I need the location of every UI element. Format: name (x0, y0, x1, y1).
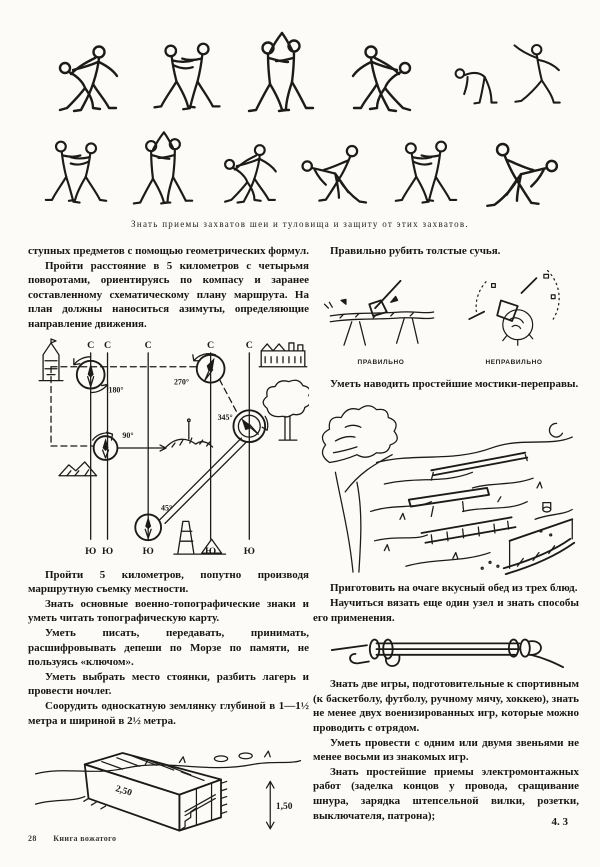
paragraph-games: Знать две игры, подготовительные к спорт… (313, 678, 579, 734)
knot-illustration (330, 638, 565, 669)
wrestling-pair-illustration (224, 144, 277, 204)
axe-correct-label: ПРАВИЛЬНО (357, 359, 405, 367)
tree-icon (262, 379, 309, 441)
north-label: С (87, 339, 94, 350)
south-label: Ю (143, 546, 154, 557)
paragraph-axe: Правильно рубить толстые сучья. (330, 245, 501, 257)
compass-icon (232, 408, 269, 443)
north-label: С (104, 339, 111, 350)
paragraph-survey: Пройти 5 километров, попутно производя м… (28, 568, 309, 596)
paragraph-camp: Уметь выбрать место стоянки, разбить лаг… (28, 670, 309, 698)
chimney-and-tent-icon (173, 520, 227, 555)
paragraph-continuation: ступных предметов с помощью геометрическ… (28, 245, 309, 257)
book-title: Книга вожатого (53, 834, 117, 843)
wrestling-figures-row-2 (36, 118, 564, 212)
right-column: Правильно рубить толстые сучья. (313, 244, 579, 823)
compass-icon (92, 431, 119, 461)
angle-label: 90° (122, 431, 133, 440)
paragraph-morse: Уметь писать, передавать, принимать, рас… (28, 626, 309, 669)
factory-icon (258, 341, 308, 367)
paragraph-topography: Знать основные военно-топографические зн… (28, 597, 309, 625)
paragraph-dugout: Соорудить односкатную землянку глубиной … (28, 699, 309, 727)
dugout-width-label: 2,50 (114, 784, 133, 798)
axe-correct-figure: ПРАВИЛЬНО (322, 275, 440, 371)
wrestling-pair-illustration (153, 42, 221, 111)
angle-label: 270° (174, 377, 189, 386)
wrestling-pair-illustration (44, 140, 108, 204)
dugout-depth-label: 1,50 (276, 802, 293, 812)
paragraph-knot: Научиться вязать еще один узел и знать с… (313, 596, 579, 624)
compass-icon (192, 352, 226, 384)
north-label: С (246, 339, 253, 350)
axe-incorrect-icon (468, 269, 560, 346)
wrestling-pair-illustration (351, 45, 412, 113)
wrestling-pair-illustration (132, 131, 194, 205)
wrestling-pair-illustration (486, 142, 559, 208)
mountain-icon (58, 460, 98, 476)
wrestling-pair-illustration (247, 31, 315, 113)
dugout-illustration: 2,50 1,50 (34, 750, 302, 832)
paragraph-units: Уметь провести с одним или двумя звеньям… (313, 736, 579, 764)
tower-icon (38, 337, 64, 381)
wrestling-pair-illustration (454, 43, 561, 105)
axe-incorrect-label: НЕПРАВИЛЬНО (485, 359, 543, 367)
wrestling-pair-illustration (394, 140, 458, 204)
paragraph-route: Пройти расстояние в 5 километров с четыр… (28, 259, 309, 330)
paragraph-dinner: Приготовить на очаге вкусный обед из тре… (330, 582, 578, 595)
paragraph-bridges: Уметь наводить простейшие мостики-перепр… (330, 377, 579, 390)
signature-mark: 4. 3 (551, 816, 569, 828)
page-number: 28 (28, 834, 37, 843)
compass-icon (73, 355, 109, 393)
north-label: С (145, 339, 152, 350)
compass-icon (134, 513, 163, 541)
angle-label: 45° (161, 503, 172, 512)
wrestling-pair-illustration (58, 45, 119, 113)
axe-incorrect-figure: НЕПРАВИЛЬНО (458, 263, 570, 371)
wrestling-pair-illustration (301, 144, 368, 204)
figures-caption: Знать приемы захватов шеи и туловища и з… (131, 219, 469, 229)
south-label: Ю (85, 546, 96, 557)
angle-label: 345° (218, 413, 233, 422)
tree-icon (321, 405, 398, 574)
angle-label: 180° (109, 385, 124, 394)
azimuth-route-map: С С С С С Ю Ю Ю Ю Ю (38, 337, 309, 557)
hill-icon (165, 417, 214, 448)
footbridges-landscape-illustration (321, 405, 576, 576)
wrestling-figures-row-1 (36, 26, 564, 114)
axe-illustrations: ПРАВИЛЬНО (313, 263, 579, 371)
paragraph-electric: Знать простейшие приемы электромонтажных… (313, 765, 579, 822)
north-label: С (207, 339, 214, 350)
footer-left: 28 Книга вожатого (28, 834, 116, 843)
south-label: Ю (205, 546, 216, 557)
south-label: Ю (244, 546, 255, 557)
south-label: Ю (102, 546, 113, 557)
left-column: ступных предметов с помощью геометрическ… (28, 244, 309, 845)
axe-correct-icon (323, 279, 435, 346)
